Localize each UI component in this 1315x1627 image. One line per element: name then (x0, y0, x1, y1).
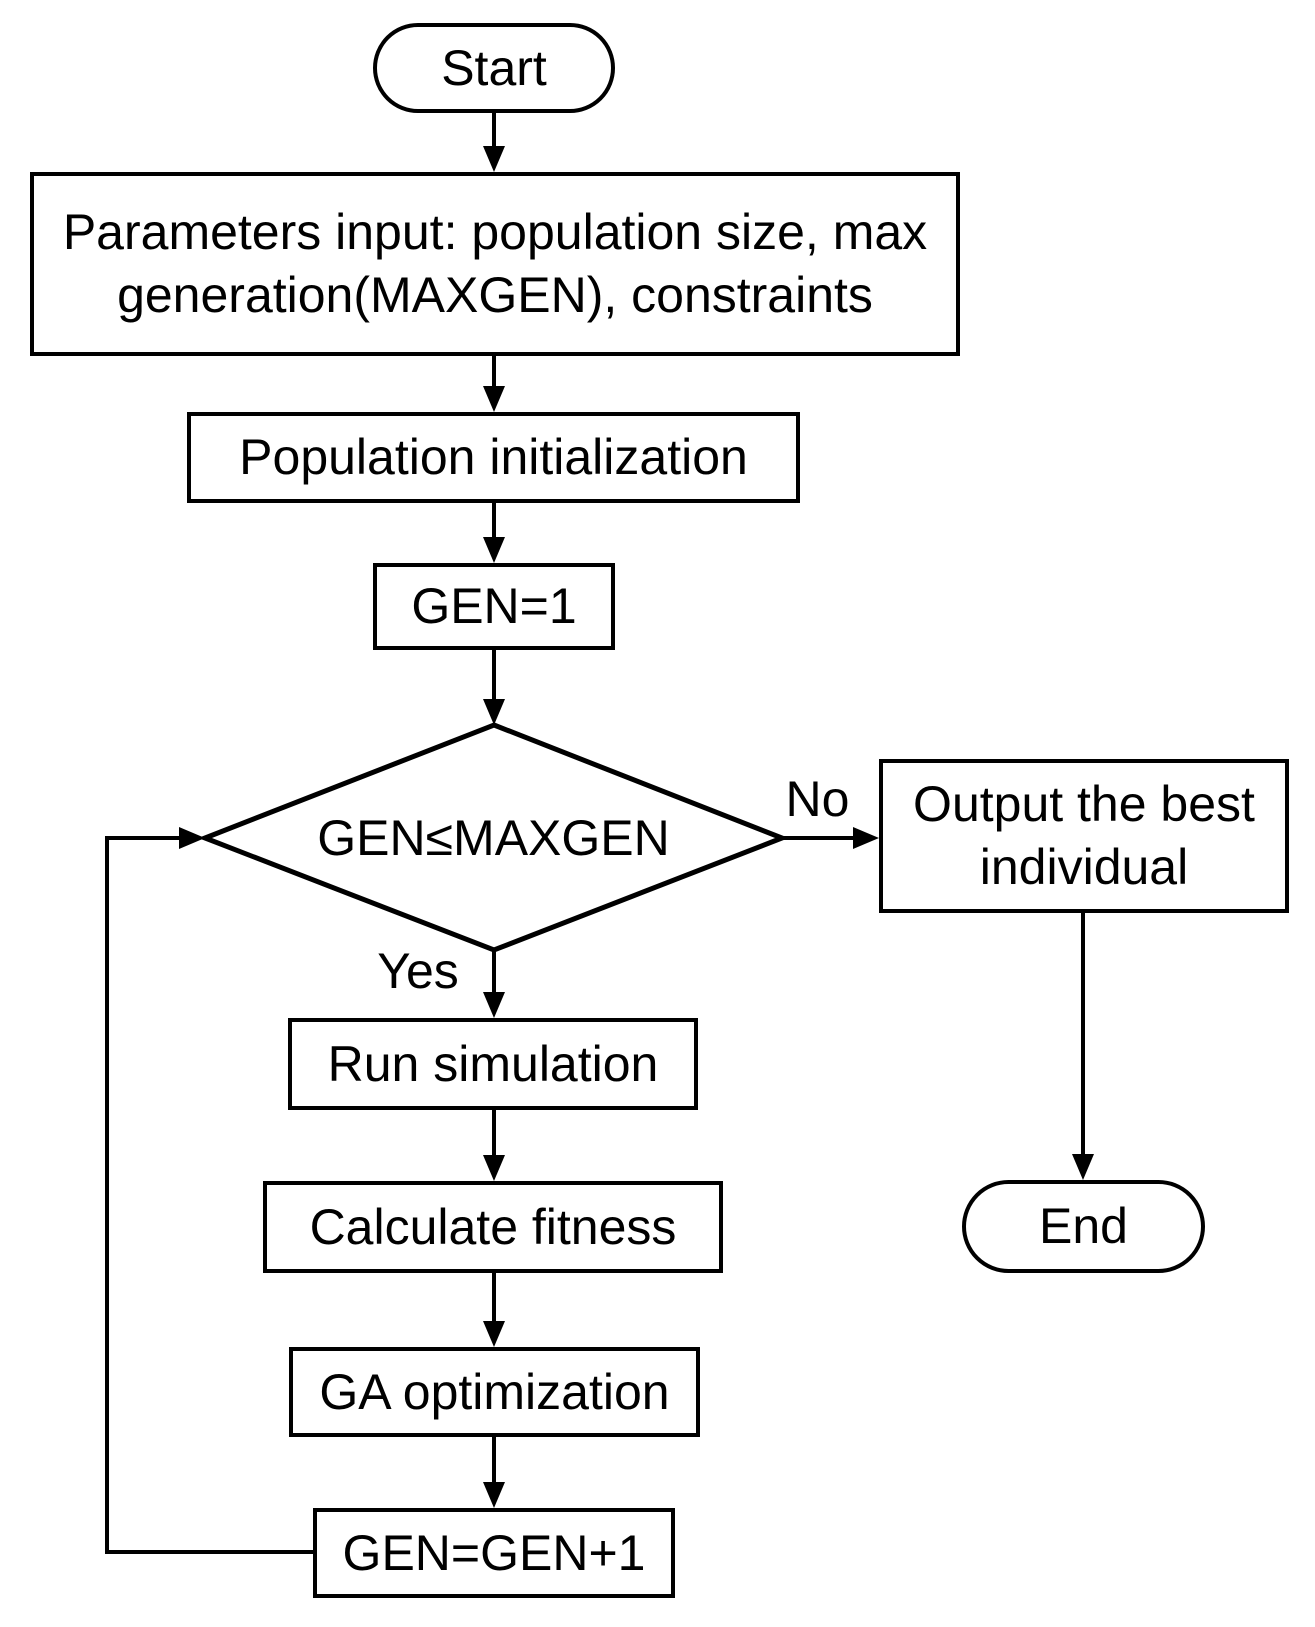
arrowhead-decision-output (853, 827, 879, 849)
arrowhead-decision-run (483, 992, 505, 1018)
arrowhead-increment-decision (179, 827, 205, 849)
node-gen-check: GEN≤MAXGEN (205, 725, 782, 950)
node-start-label: Start (441, 39, 547, 96)
node-gen-init: GEN=1 (373, 563, 615, 650)
node-parameters-input: Parameters input: population size, max g… (30, 172, 960, 356)
arrowhead-params-popinit (483, 386, 505, 412)
node-gen-init-label: GEN=1 (411, 578, 577, 634)
node-end-label: End (1039, 1198, 1128, 1254)
arrowhead-calc-ga (483, 1321, 505, 1347)
arrowhead-output-end (1072, 1154, 1094, 1180)
node-run-simulation-label: Run simulation (327, 1035, 659, 1092)
node-parameters-input-label: Parameters input: population size, max g… (62, 204, 928, 323)
node-population-initialization-label: Population initialization (239, 429, 748, 485)
node-ga-optimization-label: GA optimization (319, 1363, 670, 1420)
node-start: Start (373, 23, 615, 113)
edge-label-no-text: No (785, 771, 850, 827)
node-gen-increment: GEN=GEN+1 (313, 1508, 675, 1598)
arrowhead-gen1-decision (483, 699, 505, 725)
edge-label-no: No (765, 770, 870, 828)
edge-label-yes: Yes (358, 942, 478, 1000)
edge-increment-decision-loop (105, 836, 313, 1554)
node-ga-optimization: GA optimization (289, 1347, 700, 1437)
node-output-best: Output the best individual (879, 759, 1289, 913)
node-end: End (962, 1180, 1205, 1273)
node-calculate-fitness: Calculate fitness (263, 1181, 723, 1273)
node-gen-increment-label: GEN=GEN+1 (342, 1524, 646, 1581)
arrowhead-popinit-gen1 (483, 537, 505, 563)
node-population-initialization: Population initialization (187, 412, 800, 503)
arrowhead-ga-increment (483, 1482, 505, 1508)
node-run-simulation: Run simulation (288, 1018, 698, 1110)
arrowhead-start-params (483, 146, 505, 172)
arrowhead-run-calc (483, 1155, 505, 1181)
edge-label-yes-text: Yes (377, 943, 459, 999)
node-calculate-fitness-label: Calculate fitness (309, 1198, 677, 1255)
node-gen-check-label: GEN≤MAXGEN (317, 809, 670, 866)
node-output-best-label: Output the best individual (913, 776, 1255, 895)
